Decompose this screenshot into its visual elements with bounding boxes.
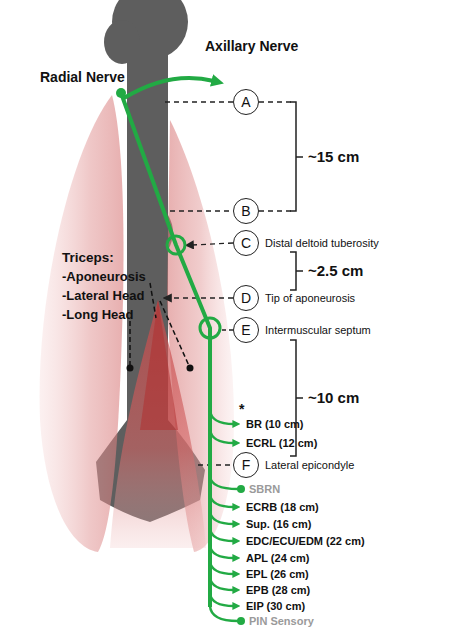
branch-label: EPL (26 cm) [246, 568, 309, 580]
branch-label: ECRL (12 cm) [246, 437, 317, 449]
nerve-branch [210, 545, 234, 558]
landmark-label: Tip of aponeurosis [265, 292, 355, 304]
nerve-name: Radial Nerve [40, 70, 125, 85]
callout-letter: F [242, 457, 251, 473]
sensory-label: SBRN [249, 483, 280, 495]
footnote-mark: * [239, 402, 244, 417]
radial-nerve [121, 93, 210, 607]
triceps-belly [110, 300, 206, 548]
aponeurosis [140, 300, 178, 430]
nerve-marker-circle [167, 236, 185, 254]
nerve-branch [210, 511, 234, 524]
muscle-part: -Long Head [62, 308, 134, 322]
branch-label: Sup. (16 cm) [246, 518, 311, 530]
leader-dot [187, 365, 194, 372]
reference-arrow [170, 297, 233, 298]
dimension-label: ~15 cm [308, 149, 359, 166]
muscle-part: -Aponeurosis [62, 270, 146, 284]
nerve-name: Axillary Nerve [205, 39, 298, 54]
nerve-branch [210, 593, 234, 606]
muscle-heading: Triceps: [62, 251, 114, 266]
dimension-label: ~10 cm [308, 390, 359, 407]
branch-label: BR (10 cm) [246, 418, 303, 430]
sensory-label: PIN Sensory [249, 615, 314, 627]
callout-letter: A [241, 94, 250, 110]
branch-label: APL (24 cm) [246, 552, 309, 564]
nerve-branch [210, 476, 238, 489]
nerve-origin-dot [116, 88, 126, 98]
reference-line [222, 329, 233, 330]
callout-letter: E [241, 322, 250, 338]
reference-line [170, 210, 233, 211]
nerve-branch [210, 577, 234, 590]
reference-arrow [192, 243, 233, 245]
leader-line [129, 321, 131, 368]
landmark-label: Intermuscular septum [265, 324, 371, 336]
letter-circle: A [233, 89, 259, 115]
muscle-part: -Lateral Head [62, 289, 144, 303]
branch-label: EDC/ECU/EDM (22 cm) [246, 535, 365, 547]
reference-line [259, 210, 292, 211]
branch-label: EIP (30 cm) [246, 600, 305, 612]
sensory-dot [237, 617, 245, 625]
nerve-branch [210, 528, 234, 541]
nerve-branch [210, 494, 234, 507]
letter-circle: D [233, 285, 259, 311]
leader-line [150, 283, 156, 318]
long-head-muscle [40, 95, 124, 552]
nerve-branch [210, 606, 238, 621]
callout-letter: D [241, 290, 251, 306]
axillary-nerve [124, 78, 214, 98]
nerve-marker-circle [200, 318, 220, 338]
callout-letter: B [241, 203, 250, 219]
letter-circle: E [233, 317, 259, 343]
nerve-branch [210, 429, 234, 443]
landmark-label: Distal deltoid tuberosity [265, 237, 379, 249]
reference-line [259, 101, 292, 102]
leader-line [160, 301, 190, 368]
leader-dot [127, 365, 134, 372]
letter-circle: F [233, 452, 259, 478]
dimension-label: ~2.5 cm [308, 263, 363, 280]
landmark-label: Lateral epicondyle [265, 459, 354, 471]
letter-circle: C [233, 230, 259, 256]
callout-letter: C [241, 235, 251, 251]
branch-label: EPB (28 cm) [246, 584, 310, 596]
reference-line [165, 101, 233, 102]
dimension-bracket [290, 252, 303, 290]
dimension-bracket [290, 102, 303, 211]
sensory-dot [237, 485, 245, 493]
nerve-branch [210, 561, 234, 574]
nerve-branch [210, 410, 234, 424]
branch-label: ECRB (18 cm) [246, 501, 319, 513]
letter-circle: B [233, 198, 259, 224]
reference-line [198, 464, 233, 465]
